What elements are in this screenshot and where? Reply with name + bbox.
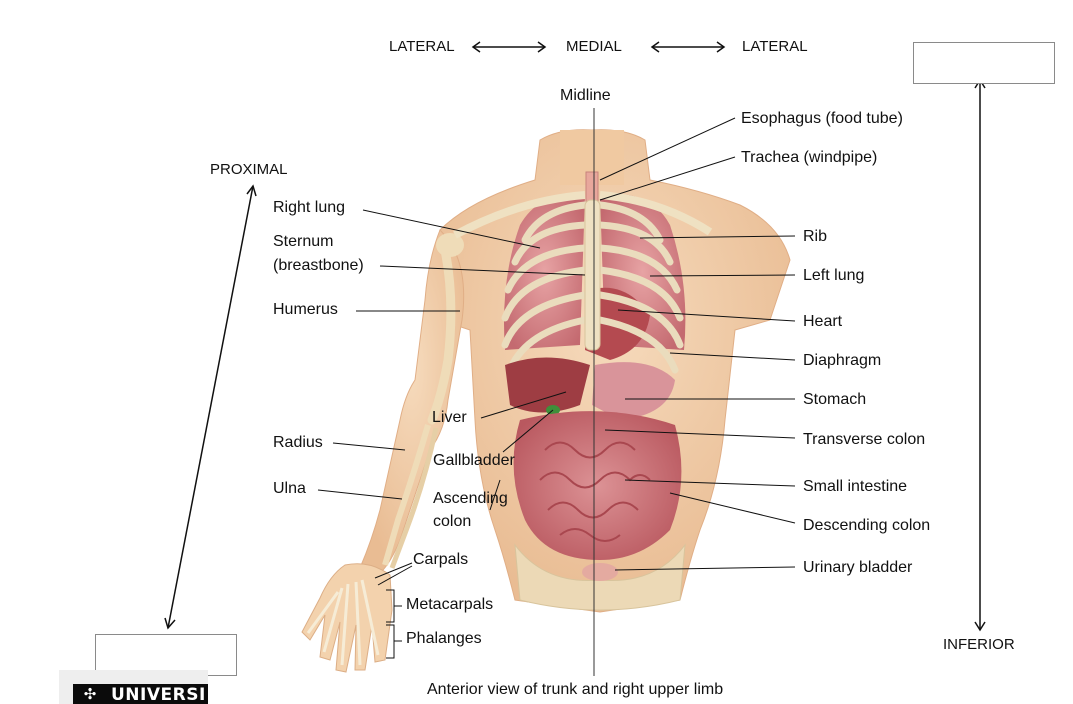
- sternum-label-line1: Sternum: [273, 233, 333, 251]
- crest-icon: ✣: [79, 687, 101, 703]
- hand: [302, 564, 392, 672]
- radius-label: Radius: [273, 434, 323, 452]
- bladder-shape: [582, 563, 618, 581]
- university-logo: UNIVERSI ✣: [59, 670, 208, 704]
- small-intestine-label: Small intestine: [803, 478, 907, 496]
- answer-box-top-right[interactable]: [913, 42, 1055, 84]
- carpals-label: Carpals: [413, 551, 468, 569]
- ascending-colon-label-line1: Ascending: [433, 490, 508, 508]
- esophagus-label: Esophagus (food tube): [741, 110, 903, 128]
- urinary-bladder-label: Urinary bladder: [803, 559, 912, 577]
- left-lung-label: Left lung: [803, 267, 864, 285]
- lateral-right-label: LATERAL: [742, 38, 808, 56]
- diaphragm-label: Diaphragm: [803, 352, 881, 370]
- proximal-label: PROXIMAL: [210, 161, 288, 179]
- ulna-label: Ulna: [273, 480, 306, 498]
- ascending-colon-label-line2: colon: [433, 513, 471, 531]
- lateral-left-label: LATERAL: [389, 38, 455, 56]
- midline-label: Midline: [560, 87, 611, 105]
- heart-label: Heart: [803, 313, 842, 331]
- stomach-label: Stomach: [803, 391, 866, 409]
- descending-colon-label: Descending colon: [803, 517, 930, 535]
- right-lung-label: Right lung: [273, 199, 345, 217]
- inferior-label: INFERIOR: [943, 636, 1015, 654]
- medial-label: MEDIAL: [566, 38, 622, 56]
- trachea-label: Trachea (windpipe): [741, 149, 877, 167]
- liver-label: Liver: [432, 409, 467, 427]
- intestine-shape: [514, 411, 682, 560]
- sternum-label-line2: (breastbone): [273, 257, 364, 275]
- transverse-colon-label: Transverse colon: [803, 431, 925, 449]
- humerus-label: Humerus: [273, 301, 338, 319]
- rib-label: Rib: [803, 228, 827, 246]
- liver-shape: [505, 358, 590, 413]
- figure-caption: Anterior view of trunk and right upper l…: [427, 681, 723, 699]
- phalanges-label: Phalanges: [406, 630, 482, 648]
- sternum-bone: [585, 200, 600, 350]
- trachea-shape: [586, 172, 598, 204]
- gallbladder-label: Gallbladder: [433, 452, 515, 470]
- metacarpals-label: Metacarpals: [406, 596, 493, 614]
